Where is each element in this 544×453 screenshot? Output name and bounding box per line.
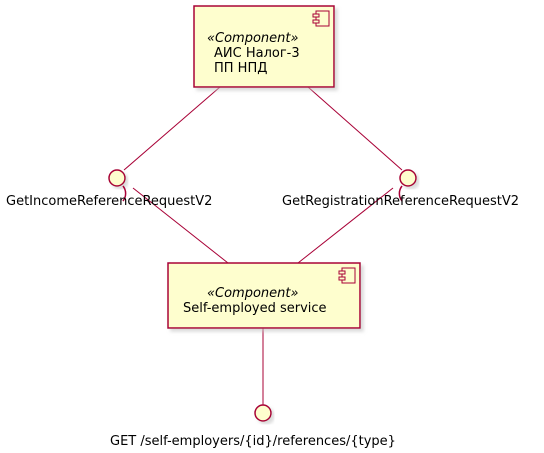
component-icon [312,10,330,27]
interface-registration-circle [399,169,417,187]
interface-registration: GetRegistrationReferenceRequestV2 [282,169,519,209]
interface-income: GetIncomeReferenceRequestV2 [6,169,212,209]
link-ais-registration [307,86,403,171]
interface-registration-socket [398,185,403,202]
component-ais-nalog-name-line2: ПП НПД [214,61,267,76]
link-registration-self-employed [297,187,394,264]
component-ais-nalog-stereotype: «Component» [207,31,299,46]
component-self-employed-stereotype: «Component» [207,286,299,301]
component-ais-nalog: «Component» АИС Налог-3 ПП НПД [193,5,335,88]
interface-get: GET /self-employers/{id}/references/{typ… [110,404,396,449]
link-ais-income [123,86,221,171]
interface-get-label: GET /self-employers/{id}/references/{typ… [110,434,396,449]
component-ais-nalog-box [193,5,335,88]
component-self-employed: «Component» Self-employed service [167,262,361,329]
component-self-employed-name: Self-employed service [183,301,327,316]
component-self-employed-box [167,262,361,329]
component-ais-nalog-name-line1: АИС Налог-3 [214,46,300,61]
interface-income-circle [108,169,126,187]
interface-registration-label: GetRegistrationReferenceRequestV2 [282,194,519,209]
connections [123,86,403,405]
interface-get-circle [254,404,272,422]
component-icon [338,267,356,284]
interface-income-socket [122,185,127,202]
link-income-self-employed [132,187,229,264]
interface-income-label: GetIncomeReferenceRequestV2 [6,194,212,209]
